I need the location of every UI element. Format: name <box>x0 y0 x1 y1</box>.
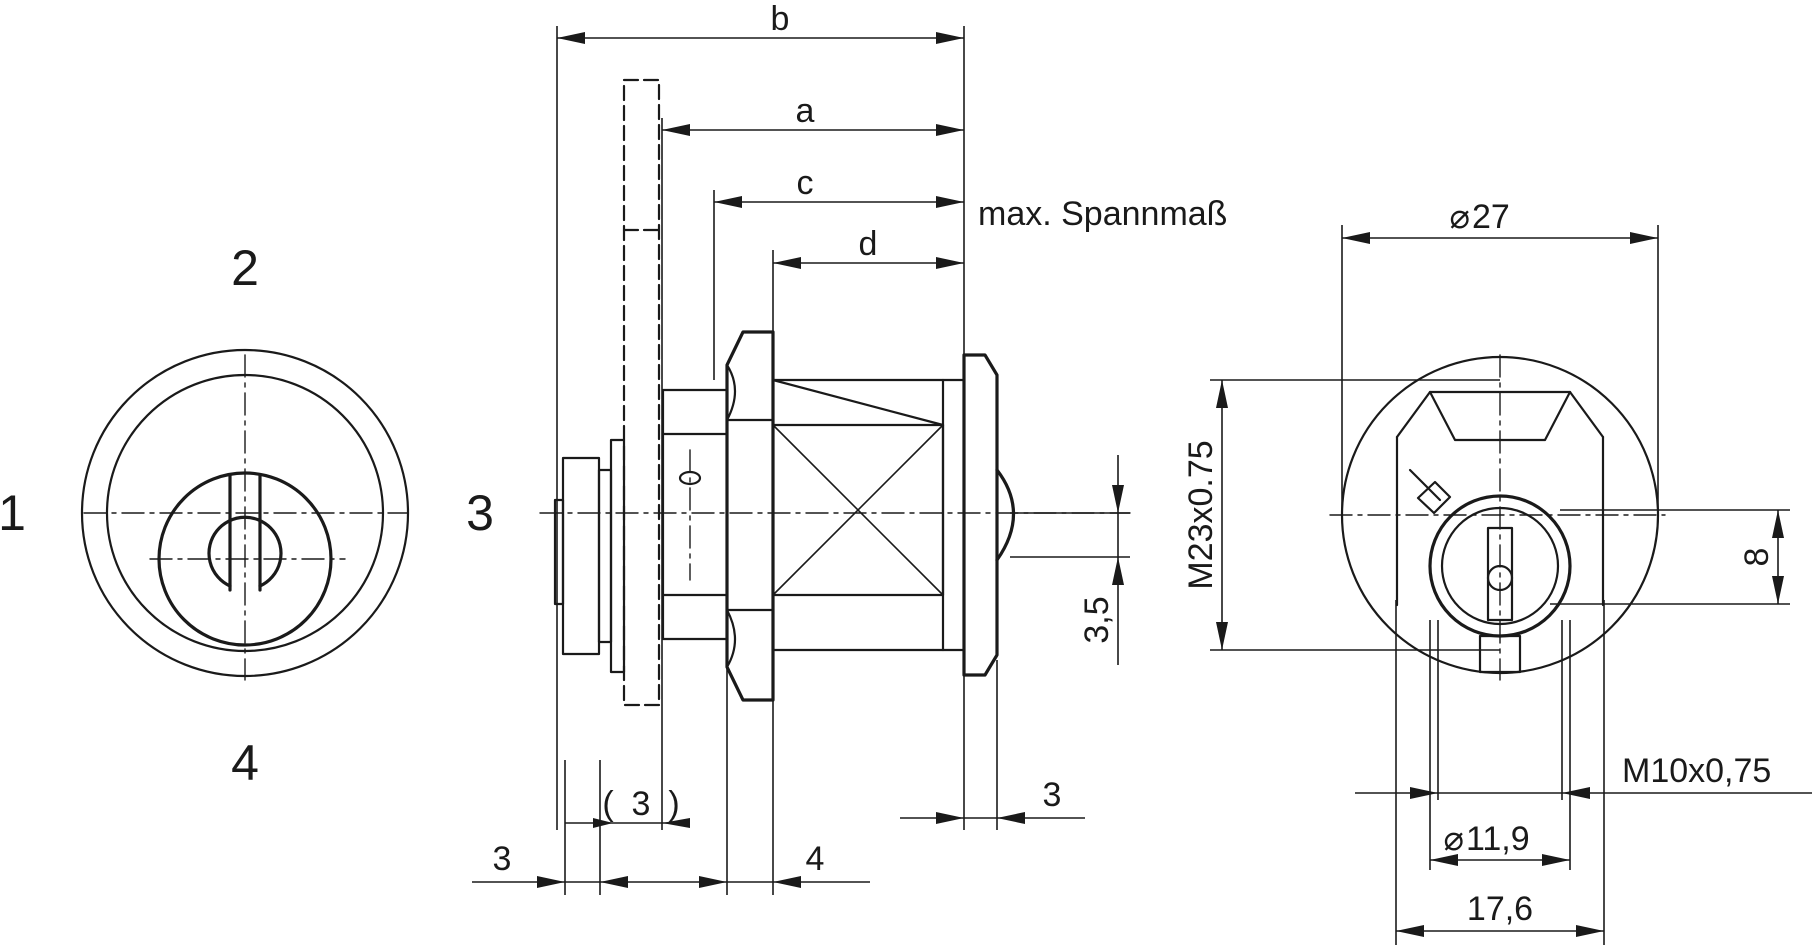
dim-d119-symbol: ⌀ <box>1444 820 1464 858</box>
dim-d27-arrow-l <box>1342 232 1370 244</box>
stop-pin <box>678 470 702 486</box>
dim-offset-arrow-t <box>1112 485 1124 513</box>
dim-d27-arrow-r <box>1630 232 1658 244</box>
dim-176-arrow-l <box>1396 925 1424 937</box>
dim-collar-label: 3 <box>1043 776 1062 814</box>
front-collar <box>962 353 999 677</box>
dim-m10-arrow-l <box>1410 787 1438 799</box>
dim-spacer-arrow-2 <box>662 818 690 828</box>
dim-nut-arrow-l <box>699 876 727 888</box>
position-label-right: 3 <box>466 485 494 541</box>
spacer-ring <box>609 438 626 674</box>
dim-offset-arrow-b <box>1112 557 1124 585</box>
mounting-panel-dashed <box>622 78 661 707</box>
dim-plate-label: 3 <box>493 840 512 878</box>
dim-8-label: 8 <box>1738 548 1776 567</box>
dim-c-label: c <box>797 164 814 202</box>
dim-m23-arrow-t <box>1216 380 1228 408</box>
dim-collar-arrow-r <box>997 812 1025 824</box>
dim-a-label: a <box>796 92 815 130</box>
cam-tip <box>553 498 565 606</box>
dim-d-label: d <box>859 225 878 263</box>
dim-plate-arrow-l <box>537 876 565 888</box>
dim-spacer-arrow <box>593 818 613 828</box>
dim-b-label: b <box>771 0 790 38</box>
rear-stop-lug <box>1416 480 1452 515</box>
dim-176-arrow-r <box>1576 925 1604 937</box>
dim-m10-arrow-r <box>1562 787 1590 799</box>
front-view: 2 1 3 4 <box>0 240 494 791</box>
dim-nut-arrow-r <box>773 876 801 888</box>
dim-d119-arrow-r <box>1542 854 1570 866</box>
dim-m10-label: M10x0,75 <box>1622 752 1771 790</box>
dim-d-arrow-r <box>936 257 964 269</box>
body-cross-2 <box>772 424 944 596</box>
position-label-bottom: 4 <box>231 735 259 791</box>
dim-176-label: 17,6 <box>1467 890 1533 928</box>
dim-d119-label: 11,9 <box>1466 820 1530 858</box>
cylinder-body <box>771 378 945 652</box>
dim-offset-label: 3,5 <box>1078 596 1116 643</box>
hex-nut-facets <box>725 363 737 669</box>
dim-d27-label: 27 <box>1472 198 1510 236</box>
dim-a-arrow-r <box>936 124 964 136</box>
neck-lower <box>661 593 729 641</box>
dim-nut-label: 4 <box>806 840 825 878</box>
dim-b-arrow-r <box>936 32 964 44</box>
max-clamp-label: max. Spannmaß <box>978 195 1227 233</box>
dim-spacer-open: ( <box>602 785 614 823</box>
washer <box>597 468 613 644</box>
dim-8-arrow-b <box>1772 576 1784 604</box>
dim-a-arrow-l <box>662 124 690 136</box>
dim-c-arrow-l <box>714 196 742 208</box>
dim-plate-arrow-r <box>600 876 628 888</box>
dim-b-arrow-l <box>557 32 585 44</box>
dim-spacer-close: ) <box>668 785 679 823</box>
position-label-left: 1 <box>0 485 26 541</box>
dim-spacer-label: 3 <box>632 785 651 823</box>
dim-m23-label: M23x0.75 <box>1182 440 1220 589</box>
dim-m23-arrow-b <box>1216 622 1228 650</box>
neck-upper <box>661 388 729 436</box>
dim-collar-arrow-l <box>936 812 964 824</box>
dim-8-arrow-t <box>1772 510 1784 538</box>
body-thread-top <box>771 378 945 427</box>
rear-flat-top <box>1395 390 1605 439</box>
front-dome <box>995 468 1015 562</box>
rear-lug-line <box>1408 468 1442 502</box>
dim-d-arrow-l <box>773 257 801 269</box>
dim-d119-arrow-l <box>1430 854 1458 866</box>
cam-plate <box>561 456 601 656</box>
dim-d27-symbol: ⌀ <box>1450 198 1470 236</box>
rear-view: ⌀ 27 M23x0.75 8 M10x0,75 ⌀ 11,9 <box>1182 198 1812 945</box>
side-view: b a c d max. Spannmaß ( 3 ) 3 4 <box>472 0 1227 895</box>
dim-c-arrow-r <box>936 196 964 208</box>
position-label-top: 2 <box>231 240 259 296</box>
